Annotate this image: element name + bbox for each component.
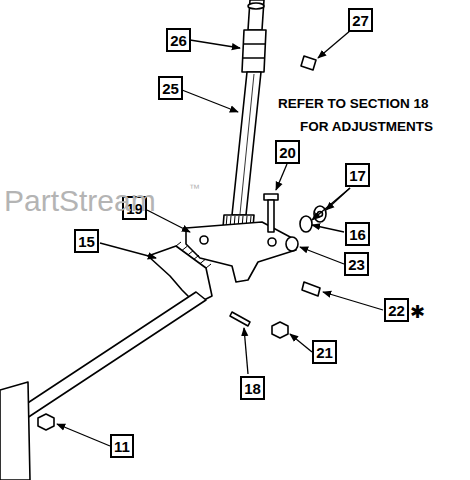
callout-box: 22	[384, 298, 409, 322]
steering-rod	[14, 292, 206, 420]
cotter-pin	[230, 312, 250, 326]
leader-line	[57, 424, 110, 446]
leader-line	[290, 334, 312, 352]
callout-number: 11	[114, 439, 130, 454]
set-screw	[301, 56, 316, 70]
gear-tooth	[206, 264, 211, 268]
callout-number: 26	[170, 33, 187, 48]
callout-number: 22	[388, 303, 405, 318]
bracket-hole	[268, 238, 276, 246]
leader-line	[190, 40, 240, 48]
note-text: REFER TO SECTION 18	[278, 97, 429, 111]
callout-box: 16	[345, 222, 370, 246]
coupling-rings	[243, 44, 265, 58]
bracket-hole	[200, 236, 208, 244]
callout-box: 25	[158, 76, 183, 100]
callout-number: 27	[352, 13, 369, 28]
callout-box: 26	[166, 28, 191, 52]
nut	[38, 414, 54, 430]
leader-line	[300, 247, 344, 264]
leader-line	[318, 30, 351, 58]
callout-box: 21	[312, 340, 337, 364]
watermark: ™	[189, 183, 200, 194]
gear-tooth	[200, 260, 205, 264]
leader-line	[244, 328, 248, 374]
leader-line	[100, 243, 156, 258]
leader-line	[312, 225, 344, 232]
asterisk-mark: ✱	[410, 303, 425, 321]
gear-tooth	[182, 246, 187, 250]
leader-line	[276, 164, 287, 190]
callout-number: 17	[349, 168, 366, 183]
watermark: PartStream	[4, 186, 156, 216]
bolt	[268, 200, 274, 232]
callout-box: 18	[240, 376, 265, 400]
callout-number: 15	[78, 234, 95, 249]
nut	[272, 322, 288, 338]
callout-box: 20	[275, 140, 300, 164]
bushing	[286, 237, 298, 251]
leader-line	[182, 90, 238, 112]
callout-number: 21	[316, 345, 333, 360]
screw	[302, 282, 320, 296]
callout-box: 23	[344, 252, 369, 276]
leader-line	[323, 292, 383, 310]
gear-tooth	[188, 251, 193, 255]
frame-plate	[0, 382, 30, 480]
callout-number: 16	[349, 227, 366, 242]
note-text: FOR ADJUSTMENTS	[300, 120, 433, 134]
callout-number: 20	[279, 145, 296, 160]
leader-line	[312, 188, 350, 220]
callout-number: 25	[162, 81, 179, 96]
shaft-highlight	[240, 74, 254, 214]
shaft-end	[248, 3, 264, 9]
callout-number: 18	[244, 381, 261, 396]
callout-box: 17	[345, 163, 370, 187]
callout-box: 15	[74, 229, 99, 253]
bolt-head	[264, 194, 278, 200]
shaft	[248, 0, 264, 30]
sector-gear	[148, 246, 212, 304]
gear-tooth	[194, 255, 199, 259]
washer	[300, 216, 312, 232]
callout-box: 27	[348, 8, 373, 32]
callout-number: 23	[348, 257, 365, 272]
callout-box: 11	[110, 434, 134, 458]
steering-shaft	[232, 72, 261, 215]
coupling	[242, 30, 266, 72]
gear-tooth	[176, 242, 181, 246]
